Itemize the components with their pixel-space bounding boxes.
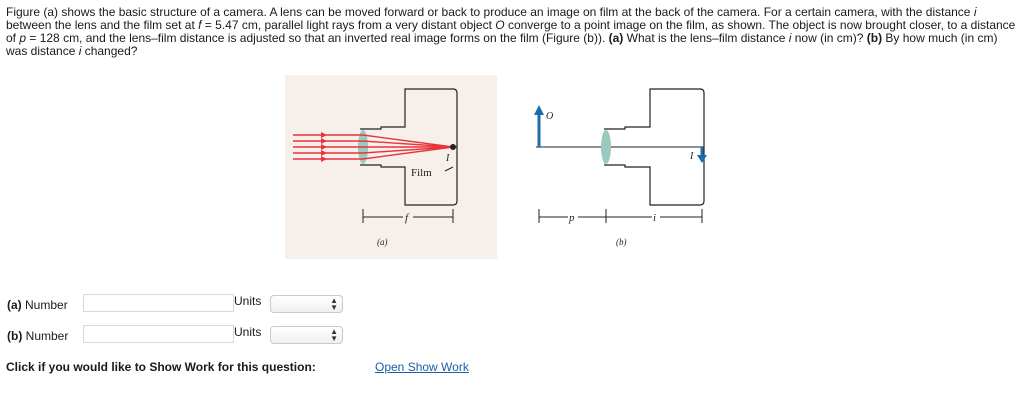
showwork-prompt: Click if you would like to Show Work for…	[6, 360, 316, 374]
figure-b-diagram: O I p i (b)	[534, 88, 707, 247]
object-arrowhead	[534, 105, 544, 115]
variable-o: O	[495, 18, 505, 32]
film-label: Film	[411, 167, 432, 179]
film-pointer	[444, 166, 454, 172]
question-text-part: What is the lens–film distance	[623, 31, 789, 45]
select-arrows-icon: ▲▼	[330, 327, 338, 343]
question-text-part: Figure (a) shows the basic structure of …	[6, 5, 974, 19]
answer-b-label: (b) Number	[7, 329, 68, 343]
answer-b-number-input[interactable]	[83, 325, 234, 343]
ray-arrowheads	[321, 132, 327, 162]
answer-b-units-label: Units	[234, 325, 262, 339]
light-rays	[293, 134, 454, 160]
question-text-part: By how much (in cm) was distance	[6, 31, 998, 58]
figure-b-caption: (b)	[616, 237, 627, 247]
figure-a-diagram: Film I f (a)	[293, 88, 458, 247]
lens-icon	[601, 130, 611, 164]
part-a-marker: (a)	[608, 31, 624, 45]
f-label: f	[405, 212, 410, 224]
variable-p: p	[19, 31, 27, 45]
answer-a-number-label: Number	[25, 298, 68, 312]
answer-b-number-label: Number	[25, 329, 69, 343]
image-label-a: I	[445, 153, 450, 164]
image-point	[450, 144, 456, 150]
image-arrowhead	[697, 155, 707, 163]
variable-i: i	[973, 5, 977, 19]
question-text-part: = 128 cm, and the lens–film distance is …	[26, 31, 609, 45]
figure-b: O I p i (b)	[520, 75, 730, 259]
part-b-marker: (b)	[866, 31, 883, 45]
question-text-part: = 5.47 cm, parallel light rays from a ve…	[201, 18, 496, 32]
variable-f: f	[198, 18, 202, 32]
question-text-part: now (in cm)?	[791, 31, 867, 45]
variable-i: i	[78, 44, 82, 58]
select-arrows-icon: ▲▼	[330, 296, 338, 312]
answer-b-part: (b)	[7, 329, 23, 343]
open-show-work-link[interactable]: Open Show Work	[375, 360, 469, 374]
p-label: p	[568, 212, 575, 224]
answer-a-label: (a) Number	[7, 298, 68, 312]
i-label: i	[653, 212, 656, 224]
answer-b-units-select[interactable]: ▲▼	[270, 326, 343, 344]
question-text: Figure (a) shows the basic structure of …	[6, 6, 1018, 58]
answer-a-units-label: Units	[234, 294, 262, 308]
question-text-part: converge to a point image on the film, a…	[6, 18, 1016, 45]
question-text-part: changed?	[81, 44, 138, 58]
figure-a: Film I f (a)	[285, 75, 497, 259]
answer-row-a: (a) Number Units ▲▼	[7, 294, 347, 316]
question-text-part: between the lens and the film set at	[6, 18, 199, 32]
image-label-b: I	[689, 151, 694, 162]
figure-a-caption: (a)	[377, 237, 388, 247]
answer-row-b: (b) Number Units ▲▼	[7, 325, 347, 347]
answer-a-units-select[interactable]: ▲▼	[270, 295, 343, 313]
answer-a-number-input[interactable]	[83, 294, 234, 312]
answer-a-part: (a)	[7, 298, 22, 312]
variable-i: i	[788, 31, 792, 45]
object-label: O	[546, 111, 553, 122]
